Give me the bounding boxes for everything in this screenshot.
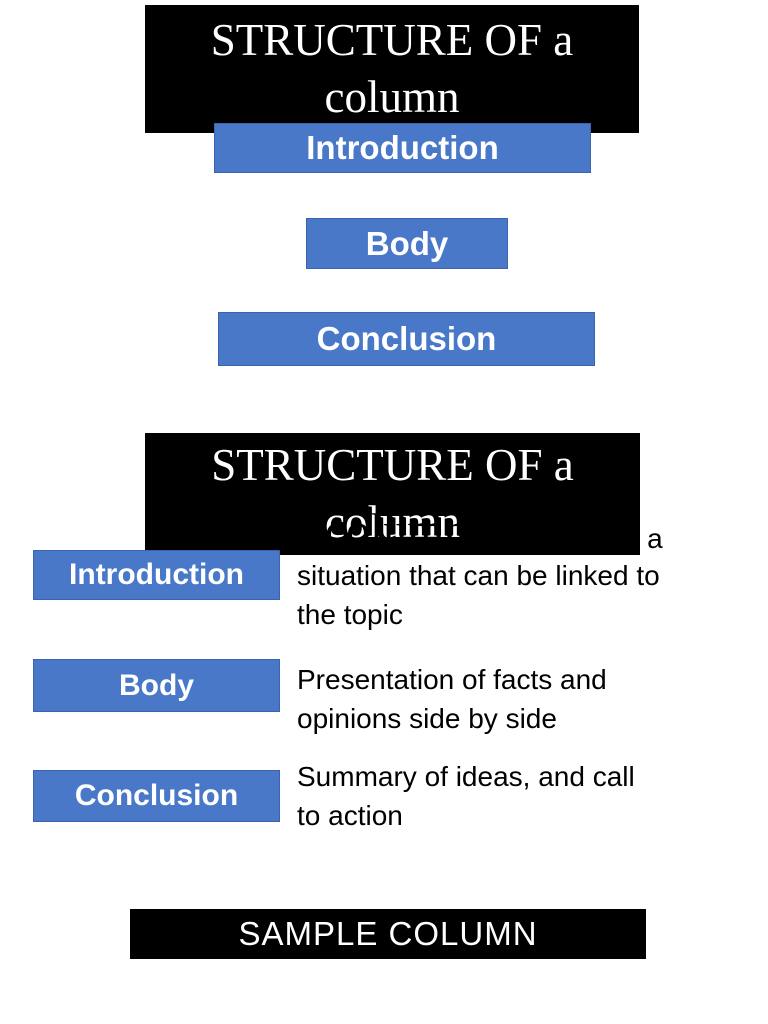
slide1-title-line2: column	[324, 72, 460, 122]
introduction-description-line: the topic	[297, 599, 403, 630]
conclusion-description-line: Summary of ideas, and call	[297, 761, 635, 792]
slide1-introduction-box: Introduction	[214, 123, 591, 173]
slide1-title-box: STRUCTURE OF a column	[145, 5, 639, 133]
slide1-body-box: Body	[306, 218, 508, 269]
slide2-introduction-label: Introduction	[69, 558, 244, 591]
conclusion-description-line: to action	[297, 800, 403, 831]
sample-column-banner: SAMPLE COLUMN	[130, 909, 646, 959]
body-description-line: opinions side by side	[297, 703, 557, 734]
body-description-line: Presentation of facts and	[297, 664, 607, 695]
slide2-title-line2-wrap: column column	[145, 494, 640, 555]
slide2-body-label: Body	[119, 668, 194, 702]
slide2-introduction-box: Introduction	[33, 550, 280, 600]
slide2-conclusion-box: Conclusion	[33, 770, 280, 822]
slide1-body-label: Body	[365, 224, 449, 262]
slide1-title-line1: STRUCTURE OF a	[210, 15, 574, 65]
slide1-conclusion-label: Conclusion	[316, 320, 497, 357]
slide2-body-box: Body	[33, 659, 280, 712]
slide2-conclusion-label: Conclusion	[74, 779, 239, 812]
slide1-conclusion-box: Conclusion	[218, 312, 595, 366]
body-description: Presentation of facts and opinions side …	[297, 660, 727, 738]
introduction-description-line: situation that can be linked to	[297, 560, 660, 591]
conclusion-description: Summary of ideas, and call to action	[297, 757, 727, 835]
slide2-title-line1: STRUCTURE OF a	[211, 440, 574, 490]
slide1-introduction-label: Introduction	[306, 129, 499, 166]
slide2-title-box: STRUCTURE OF a column column	[145, 433, 640, 555]
slide2-title-line2: column	[325, 497, 460, 547]
introduction-description: situation that can be linked to the topi…	[297, 556, 727, 634]
sample-column-label: SAMPLE COLUMN	[238, 915, 538, 952]
